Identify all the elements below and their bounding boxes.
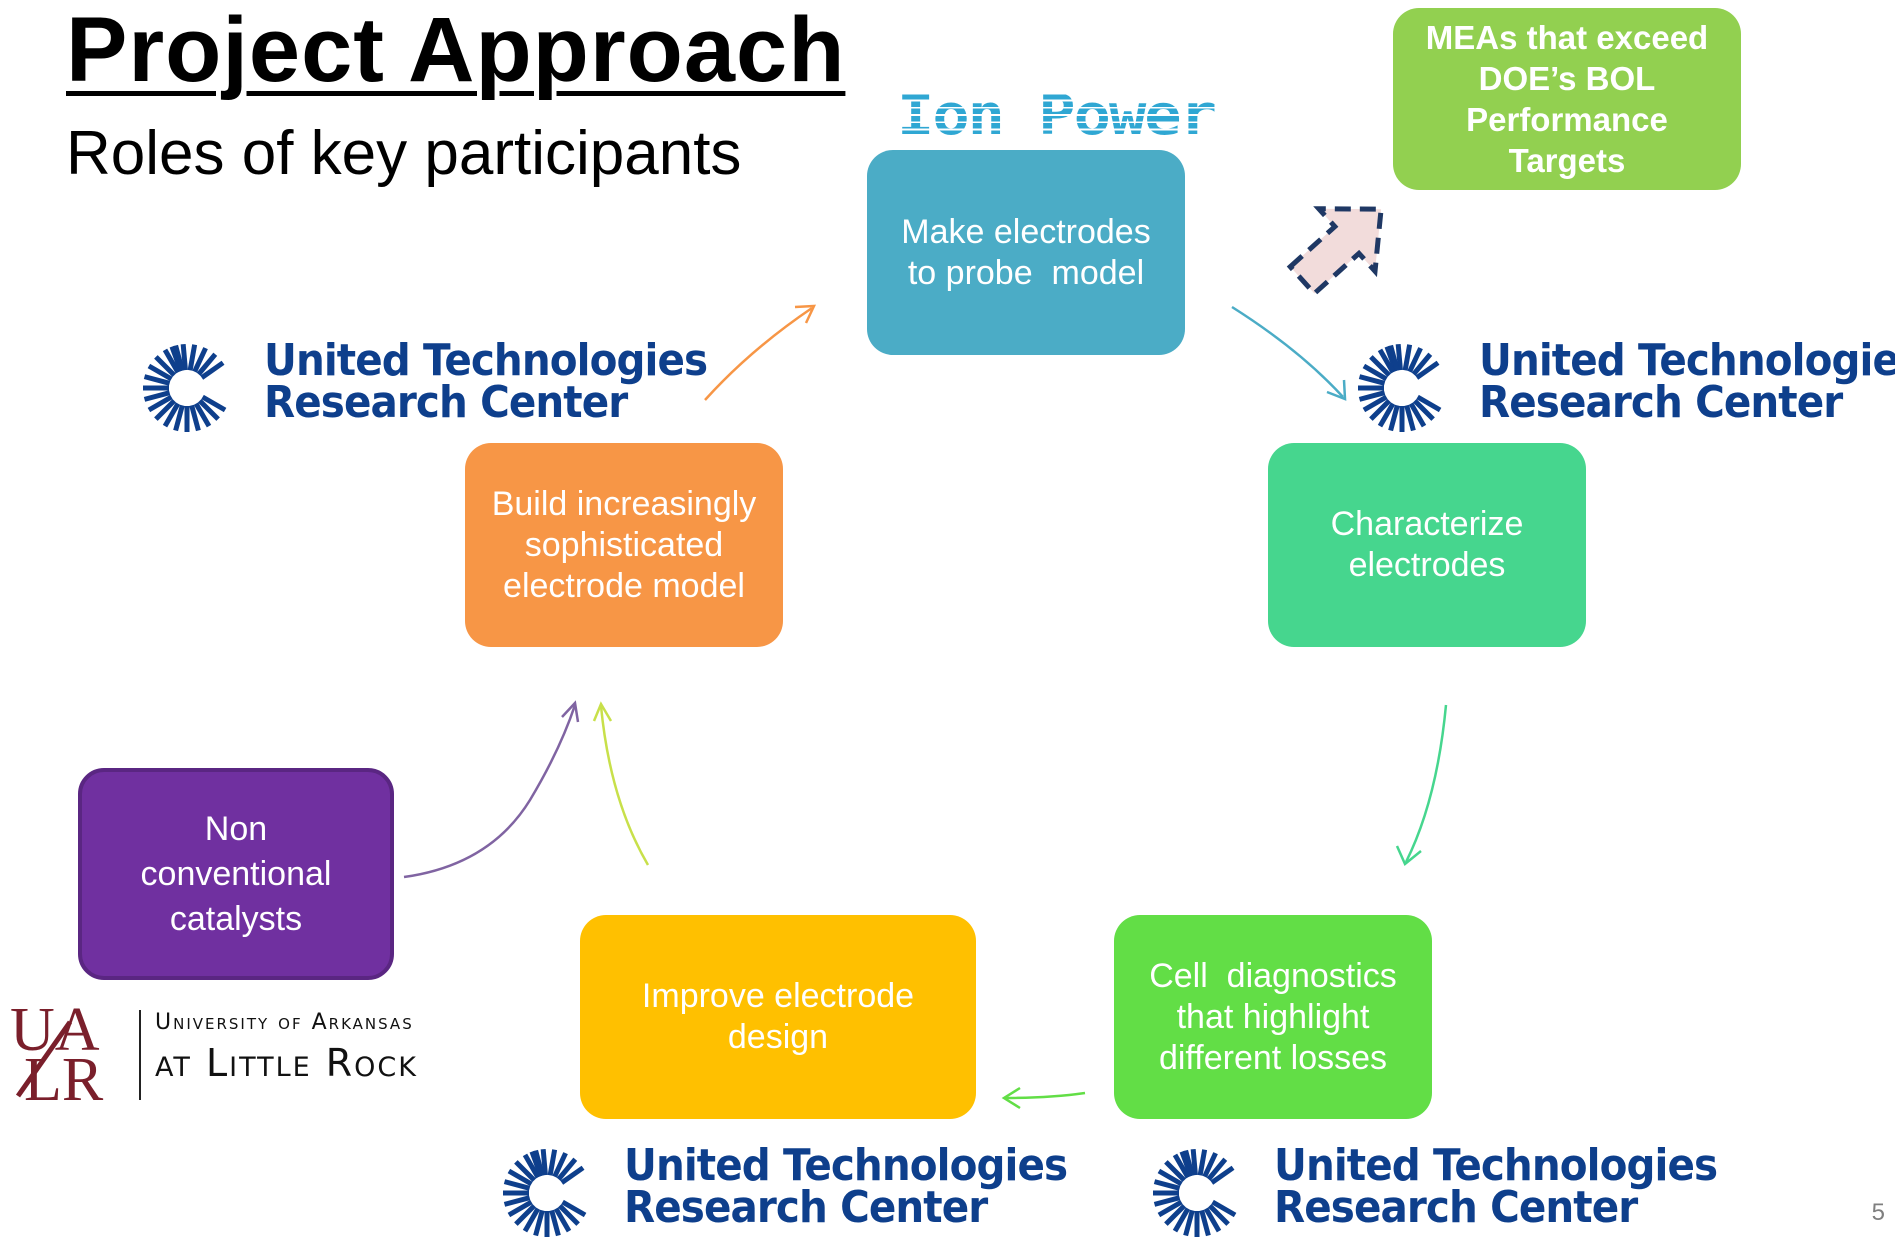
arrow-cell-to-improve [1004, 1091, 1086, 1100]
svg-text:UA: UA [10, 1000, 100, 1064]
block-arrow-icon [1286, 206, 1384, 298]
arrow-build-to-make [704, 306, 813, 401]
arrow-characterize-to-cell [1404, 704, 1448, 863]
utrc-emblem-icon [143, 343, 227, 432]
page-subtitle: Roles of key participants [66, 119, 742, 188]
arrow-catalysts-to-build [403, 704, 577, 879]
arrow-improve-to-build [599, 705, 650, 866]
svg-text:LR: LR [24, 1046, 104, 1105]
utrc-emblem-icon [1358, 343, 1442, 432]
ualr-monogram-icon: UA LR [10, 1000, 104, 1105]
ualr-logo: UA LR University of Arkansas at Little R… [10, 1000, 445, 1105]
page-number: 5 [1871, 1199, 1885, 1226]
utrc-emblem-icon [1153, 1148, 1237, 1237]
arrow-make-to-characterize [1231, 305, 1344, 398]
page-title: Project Approach [66, 0, 846, 101]
ion-power-logo: Ion Power [897, 81, 1217, 148]
utrc-emblem-icon [503, 1148, 587, 1237]
